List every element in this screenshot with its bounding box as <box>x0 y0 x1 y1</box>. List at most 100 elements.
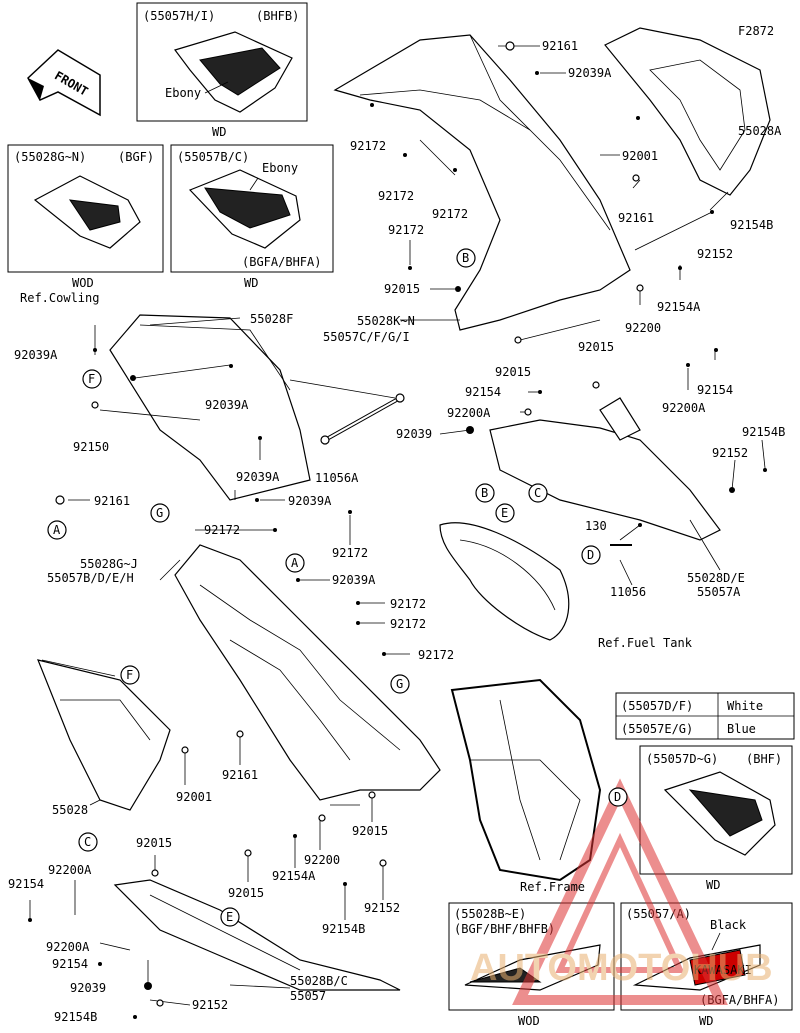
figure-code: F2872 <box>738 24 774 38</box>
label-92200a: 92200A <box>447 406 491 420</box>
callouts: A A B B C C D D E E F F G G <box>47 248 628 927</box>
svg-text:D: D <box>587 548 594 562</box>
label-92150: 92150 <box>73 440 109 454</box>
inset-black-note: Black <box>710 918 747 932</box>
side-cowl-55028a <box>604 27 771 196</box>
svg-text:A: A <box>53 523 61 537</box>
inner-panel-55028 <box>37 659 171 811</box>
svg-text:F: F <box>126 668 133 682</box>
label-92172: 92172 <box>418 648 454 662</box>
label-92200: 92200 <box>304 853 340 867</box>
label-11056: 11056 <box>610 585 646 599</box>
label-55028a: 55028A <box>738 124 782 138</box>
label-55028f: 55028F <box>250 312 293 326</box>
callout-c-icon-2: C <box>78 832 98 852</box>
watermark-text: AUTOMOTOHUB <box>470 947 773 989</box>
inset-top-model: WD <box>244 276 258 290</box>
inset-bgf-model: WOD <box>72 276 94 290</box>
label-55028de: 55028D/E <box>687 571 745 585</box>
label-130: 130 <box>585 519 607 533</box>
label-92015: 92015 <box>578 340 614 354</box>
svg-text:A: A <box>291 556 299 570</box>
label-11056a: 11056A <box>315 471 359 485</box>
inset-bhf-model: WD <box>706 878 720 892</box>
label-92172: 92172 <box>388 223 424 237</box>
inset-bhfb-parts: (55057H/I) <box>143 9 215 23</box>
label-55057bdeh: 55057B/D/E/H <box>47 571 134 585</box>
label-92015: 92015 <box>228 886 264 900</box>
inset-top-note: Ebony <box>262 161 298 175</box>
callout-c-icon: C <box>528 483 548 503</box>
inset-bot1-parts: (55028B~E) <box>454 907 526 921</box>
color-table: (55057D/F) White (55057E/G) Blue <box>615 692 795 740</box>
label-92154: 92154 <box>465 385 501 399</box>
label-55057cfgi: 55057C/F/G/I <box>323 330 410 344</box>
label-55028: 55028 <box>52 803 88 817</box>
inset-bot1-code: (BGF/BHF/BHFB) <box>454 922 555 936</box>
main-fairing-55028gj <box>174 544 441 801</box>
svg-text:C: C <box>534 486 541 500</box>
frame-ref <box>450 678 602 882</box>
label-92039a: 92039A <box>288 494 332 508</box>
svg-text:F: F <box>88 372 95 386</box>
inset-bgf-parts: (55028G~N) <box>14 150 86 164</box>
label-92200: 92200 <box>625 321 661 335</box>
inset-bgf: (55028G~N) (BGF) WOD <box>7 144 164 290</box>
leader-lines <box>29 45 766 1006</box>
inset-bhf: (55057D~G) (BHF) WD <box>639 745 793 892</box>
label-92172: 92172 <box>378 189 414 203</box>
label-92039: 92039 <box>70 981 106 995</box>
bracket-11056a <box>320 393 405 445</box>
ref-fuel-tank: Ref.Fuel Tank <box>598 636 693 650</box>
label-92161: 92161 <box>94 494 130 508</box>
fastener-icons <box>28 41 767 1019</box>
label-92172: 92172 <box>204 523 240 537</box>
callout-b-icon: B <box>456 248 476 268</box>
label-92200a: 92200A <box>46 940 90 954</box>
label-92172: 92172 <box>432 207 468 221</box>
label-92161: 92161 <box>222 768 258 782</box>
callout-b-icon-2: B <box>475 483 495 503</box>
label-92015: 92015 <box>384 282 420 296</box>
lower-cowl-55028bc <box>113 879 401 991</box>
ref-cowling: Ref.Cowling <box>20 291 99 305</box>
label-92152: 92152 <box>192 998 228 1012</box>
callout-g-icon-2: G <box>390 674 410 694</box>
inset-bgfa-bhfa-top: (55057B/C) Ebony (BGFA/BHFA) WD <box>170 144 334 290</box>
label-92154b: 92154B <box>322 922 365 936</box>
label-92154b: 92154B <box>54 1010 97 1024</box>
callout-g-icon: G <box>150 503 170 523</box>
svg-text:G: G <box>396 677 403 691</box>
svg-text:G: G <box>156 506 163 520</box>
label-92154a: 92154A <box>657 300 701 314</box>
svg-text:D: D <box>614 790 621 804</box>
front-arrow-icon: FRONT <box>27 49 101 117</box>
color-row-2-part: (55057E/G) <box>621 722 693 736</box>
label-92015: 92015 <box>495 365 531 379</box>
label-92172: 92172 <box>390 597 426 611</box>
inset-bhfb-note: Ebony <box>165 86 201 100</box>
color-row-1-part: (55057D/F) <box>621 699 693 713</box>
label-92152: 92152 <box>697 247 733 261</box>
inset-bhf-parts: (55057D~G) <box>646 752 718 766</box>
label-92152: 92152 <box>712 446 748 460</box>
label-92015: 92015 <box>136 836 172 850</box>
label-92172: 92172 <box>390 617 426 631</box>
inset-bgf-code: (BGF) <box>118 150 154 164</box>
label-92161: 92161 <box>618 211 654 225</box>
callout-d-icon: D <box>581 545 601 565</box>
color-row-2-color: Blue <box>727 722 756 736</box>
label-92161: 92161 <box>542 39 578 53</box>
label-92039: 92039 <box>396 427 432 441</box>
label-92154b: 92154B <box>742 425 785 439</box>
label-92039a: 92039A <box>568 66 612 80</box>
callout-f-icon: F <box>82 369 102 389</box>
inset-bhfb-code: (BHFB) <box>256 9 299 23</box>
watermark: AUTOMOTOHUB <box>470 778 773 1005</box>
label-55057a: 55057A <box>697 585 741 599</box>
svg-text:E: E <box>501 506 508 520</box>
label-92001: 92001 <box>176 790 212 804</box>
inset-bhf-code: (BHF) <box>746 752 782 766</box>
label-92200a: 92200A <box>662 401 706 415</box>
